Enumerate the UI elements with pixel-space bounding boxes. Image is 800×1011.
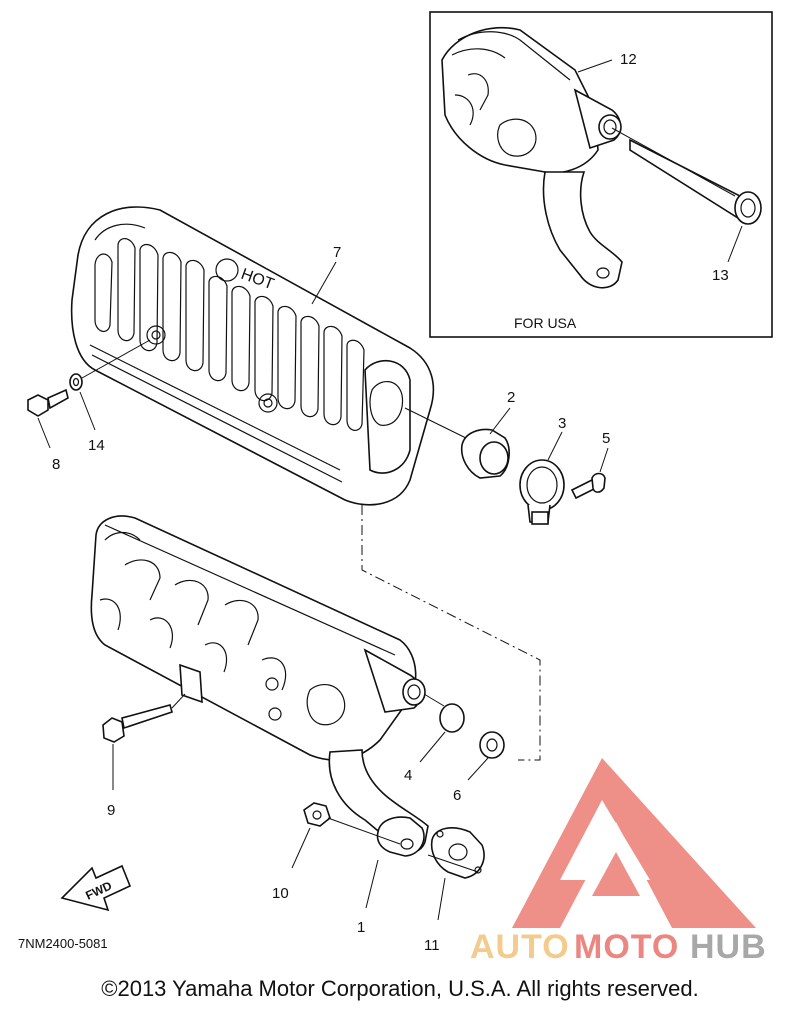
watermark-hub: HUB: [690, 928, 767, 966]
callout-12: 12: [620, 51, 637, 68]
callout-14: 14: [88, 437, 105, 454]
callout-8: 8: [52, 456, 60, 473]
watermark-auto: AUTO: [470, 928, 570, 966]
watermark-moto: MOTO: [574, 928, 679, 966]
gaskets: 4 6: [404, 693, 505, 804]
muffler-body: 1: [90, 515, 429, 936]
inset-caption: FOR USA: [514, 315, 577, 331]
callout-2: 2: [507, 389, 515, 406]
callout-11: 11: [424, 937, 440, 954]
gasket-11: 11: [424, 827, 485, 954]
callout-3: 3: [558, 415, 566, 432]
drawing-code: 7NM2400-5081: [18, 936, 108, 951]
callout-1: 1: [357, 919, 365, 936]
callout-7: 7: [333, 244, 341, 261]
callout-13: 13: [712, 267, 729, 284]
watermark-logo: AUTO MOTO HUB: [470, 758, 767, 966]
clamp-parts: 2 3 5: [404, 389, 610, 525]
callout-6: 6: [453, 787, 461, 804]
callout-4: 4: [404, 767, 412, 784]
bolt-and-washer: 8 14: [27, 339, 151, 473]
callout-5: 5: [602, 430, 610, 447]
copyright-notice: ©2013 Yamaha Motor Corporation, U.S.A. A…: [101, 976, 699, 1001]
muffler-ribs: [94, 238, 365, 431]
bolt-9: 9: [102, 693, 186, 819]
muffler-protector: HOT 7: [70, 206, 435, 506]
nut-10: 10: [272, 802, 401, 902]
callout-9: 9: [107, 802, 115, 819]
callout-10: 10: [272, 885, 289, 902]
usa-inset: FOR USA 12 13: [429, 11, 773, 338]
watermark-triangle-icon: [512, 758, 756, 928]
fwd-arrow-icon: FWD: [60, 864, 132, 912]
